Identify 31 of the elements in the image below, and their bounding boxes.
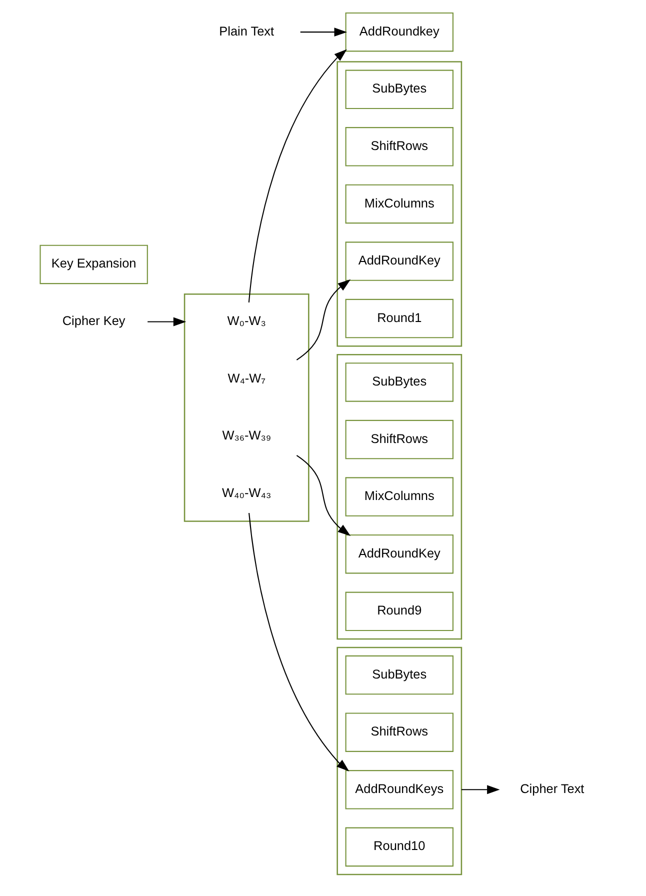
node-box: MixColumns bbox=[345, 477, 454, 516]
node-box: Round1 bbox=[345, 298, 454, 338]
arrow bbox=[148, 317, 186, 326]
node-text: W₄-W₇ bbox=[228, 370, 266, 386]
node-box: AddRoundkey bbox=[345, 12, 454, 52]
arrow bbox=[461, 785, 500, 794]
node-box: SubBytes bbox=[345, 362, 454, 402]
node-box: AddRoundKeys bbox=[345, 770, 454, 810]
arrow bbox=[296, 279, 351, 360]
node-text: W₃₆-W₃₉ bbox=[222, 428, 271, 443]
node-box: AddRoundKey bbox=[345, 534, 454, 574]
node-text: W₀-W₃ bbox=[227, 313, 266, 328]
node-box: Round9 bbox=[345, 592, 454, 632]
node-box: AddRoundKey bbox=[345, 242, 454, 281]
arrow bbox=[300, 28, 348, 37]
node-text: Cipher Text bbox=[520, 780, 584, 796]
node-box: Key Expansion bbox=[40, 244, 148, 284]
arrow bbox=[248, 512, 350, 772]
arrow bbox=[248, 49, 347, 302]
node-box: SubBytes bbox=[345, 70, 454, 109]
node-box: SubBytes bbox=[345, 655, 454, 695]
cluster bbox=[184, 294, 310, 522]
node-box: ShiftRows bbox=[345, 712, 454, 752]
node-box: ShiftRows bbox=[345, 420, 454, 460]
node-box: MixColumns bbox=[345, 184, 454, 224]
node-box: ShiftRows bbox=[345, 127, 454, 166]
node-box: Round10 bbox=[345, 827, 454, 867]
node-text: W₄₀-W₄₃ bbox=[222, 484, 272, 500]
node-text: Plain Text bbox=[219, 23, 274, 38]
arrow bbox=[296, 455, 351, 536]
node-text: Cipher Key bbox=[62, 313, 126, 328]
